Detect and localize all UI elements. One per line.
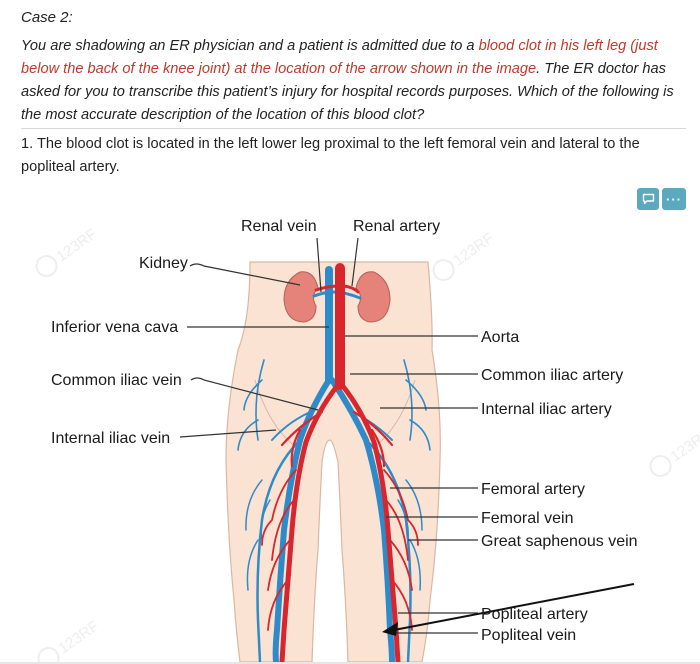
label-great-saphenous-vein: Great saphenous vein xyxy=(481,533,638,550)
internal-iliac-artery-right xyxy=(352,410,394,468)
label-inferior-vena-cava: Inferior vena cava xyxy=(51,319,178,336)
thigh-vein-branches-left xyxy=(245,479,271,591)
answer-option-1[interactable]: 1. The blood clot is located in the left… xyxy=(21,136,640,175)
kidney-left xyxy=(283,271,319,323)
clot-arrow-shaft xyxy=(393,583,635,631)
leader-kidney xyxy=(189,263,301,286)
clot-arrow xyxy=(382,583,635,636)
leader-renal-vein xyxy=(316,237,322,293)
iliac-vein-right xyxy=(329,377,395,662)
iliac-artery-left xyxy=(279,382,341,662)
leader-renal-artery xyxy=(351,237,359,287)
comment-icon xyxy=(642,193,654,205)
label-internal-iliac-vein: Internal iliac vein xyxy=(51,430,170,447)
watermark-bottom-left: 123RF xyxy=(37,618,102,662)
watermark-text-4: 123RF xyxy=(667,426,700,466)
artery-system xyxy=(261,263,419,662)
case-description: You are shadowing an ER physician and a … xyxy=(21,35,685,127)
case-text-part2: . The ER doctor has asked for you to tra… xyxy=(21,61,674,123)
thigh-vein-branches-right xyxy=(397,479,423,591)
leader-internal-iliac-vein xyxy=(179,429,277,438)
watermark-right-edge: 123RF xyxy=(649,426,700,478)
divider xyxy=(21,128,686,129)
watermark-top-left: 123RF xyxy=(35,226,100,278)
anatomy-figure: 123RF 123RF 123RF 123RF xyxy=(35,218,700,662)
comment-button[interactable] xyxy=(637,188,659,210)
watermark-text-2: 123RF xyxy=(450,230,497,270)
leader-lines xyxy=(179,237,478,634)
thigh-artery-branches-left xyxy=(261,469,297,631)
label-common-iliac-vein: Common iliac vein xyxy=(51,372,182,389)
internal-iliac-artery-left xyxy=(280,410,324,468)
internal-iliac-vein-left xyxy=(271,409,316,441)
renal-artery-path xyxy=(314,284,360,294)
watermark-top-right: 123RF xyxy=(432,230,497,282)
label-internal-iliac-artery: Internal iliac artery xyxy=(481,401,612,418)
case-title: Case 2: xyxy=(21,9,73,26)
kidney-right xyxy=(355,271,391,323)
leader-common-iliac-vein xyxy=(190,377,319,411)
thigh-artery-branches-right xyxy=(383,469,419,631)
case-text-highlight: blood clot in his left leg (just below t… xyxy=(21,38,658,77)
label-renal-vein: Renal vein xyxy=(241,218,317,235)
label-common-iliac-artery: Common iliac artery xyxy=(481,367,623,384)
more-options-button[interactable]: ··· xyxy=(662,188,686,210)
label-popliteal-artery: Popliteal artery xyxy=(481,606,588,623)
watermark-text-3: 123RF xyxy=(55,618,102,658)
label-femoral-vein: Femoral vein xyxy=(481,510,573,527)
label-renal-artery: Renal artery xyxy=(353,218,440,235)
case-text-part1: You are shadowing an ER physician and a … xyxy=(21,38,479,54)
watermark-text-1: 123RF xyxy=(53,226,100,266)
iliac-vein-left xyxy=(272,377,332,662)
bottom-rule xyxy=(0,662,700,664)
label-aorta: Aorta xyxy=(481,329,519,346)
clot-arrow-head xyxy=(382,622,398,636)
label-kidney: Kidney xyxy=(139,255,188,272)
label-popliteal-vein: Popliteal vein xyxy=(481,627,576,644)
label-femoral-artery: Femoral artery xyxy=(481,481,585,498)
